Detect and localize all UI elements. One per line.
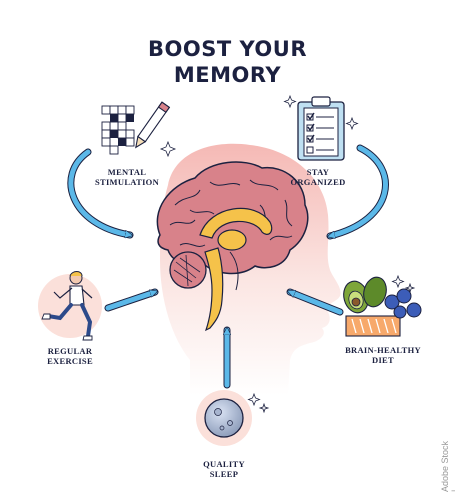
corpus-callosum [199,207,273,239]
page-title-line1: BOOST YOUR [147,37,307,61]
mental-stimulation-label-line2: STIMULATION [94,177,160,187]
stock-watermark: Adobe Stock | #1744742373 [440,440,455,492]
moon-icon [196,390,270,446]
thalamus [217,229,247,251]
quality-sleep-label: QUALITY SLEEP [184,459,264,479]
brain-folds [169,179,293,247]
stay-organized-label-line1: STAY [306,167,330,177]
stay-organized-label: STAY ORGANIZED [278,167,358,187]
arrow-mental [68,149,130,235]
stay-organized-label-line2: ORGANIZED [290,177,346,187]
brain [156,161,309,332]
brain-healthy-diet-label-line2: DIET [372,355,394,365]
crossword-pencil-icon [101,101,177,158]
regular-exercise-label: REGULAR EXERCISE [30,346,110,366]
brain-healthy-diet-label: BRAIN-HEALTHY DIET [338,345,428,365]
mental-stimulation-label-line1: MENTAL [107,167,147,177]
quality-sleep-label-line2: SLEEP [209,469,239,479]
mental-stimulation-label: MENTAL STIMULATION [82,167,172,187]
arrow-exercise [105,292,155,311]
brainstem [204,247,224,332]
regular-exercise-label-line1: REGULAR [47,346,93,356]
brain-healthy-diet-label-line1: BRAIN-HEALTHY [345,345,421,355]
arrows [67,144,389,389]
cerebellum [169,251,207,289]
quality-sleep-label-line1: QUALITY [203,459,245,469]
page-title-line2: MEMORY [173,63,282,87]
running-person-icon [38,271,102,341]
clipboard-checklist-icon [283,94,359,161]
avocado-blueberries-salmon-icon [343,274,422,337]
regular-exercise-label-line2: EXERCISE [47,356,93,366]
arrow-diet [290,289,343,315]
arrow-organized [330,145,388,236]
